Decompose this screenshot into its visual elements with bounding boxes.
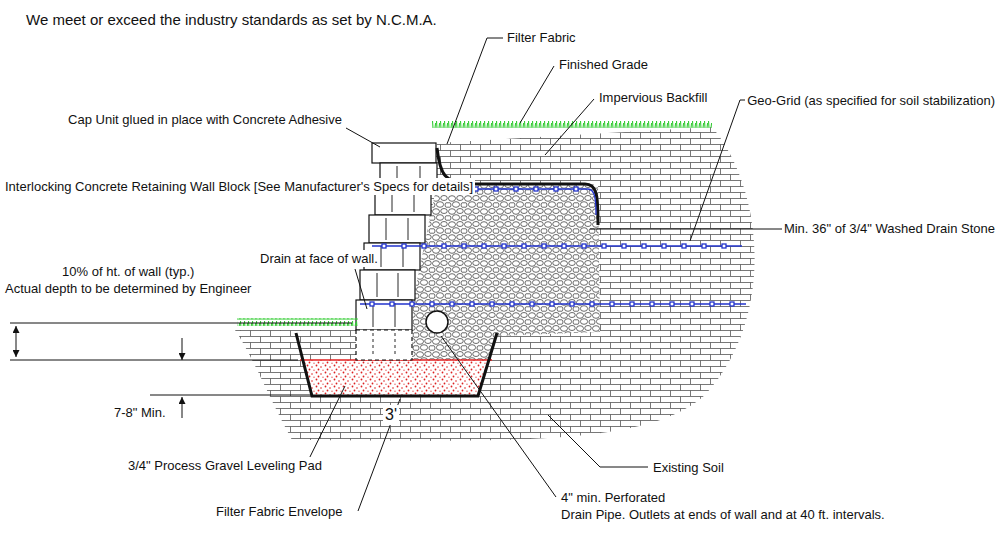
part-label: Filter Fabric Envelope — [214, 503, 344, 520]
grid-node — [710, 302, 714, 306]
grid-node — [410, 302, 414, 306]
grid-node — [442, 244, 446, 248]
grid-node — [702, 244, 706, 248]
grid-node — [522, 244, 526, 248]
grid-node — [582, 244, 586, 248]
dimension-label: 3' — [383, 405, 399, 425]
part-label: Existing Soil — [651, 459, 726, 476]
grid-node — [422, 244, 426, 248]
grid-node — [574, 187, 578, 191]
grid-node — [602, 244, 606, 248]
part-label: Filter Fabric — [505, 29, 578, 46]
grid-node — [482, 244, 486, 248]
grid-node — [430, 302, 434, 306]
grid-node — [562, 244, 566, 248]
grid-node — [550, 302, 554, 306]
grid-node — [530, 302, 534, 306]
grid-node — [622, 244, 626, 248]
grid-node — [570, 302, 574, 306]
part-label: Cap Unit glued in place with Concrete Ad… — [66, 111, 344, 128]
grid-node — [690, 302, 694, 306]
dimension-lines — [10, 323, 352, 418]
grid-node — [682, 244, 686, 248]
existing-soil — [235, 127, 755, 441]
grid-node — [650, 302, 654, 306]
grid-node — [510, 302, 514, 306]
grid-node — [494, 187, 498, 191]
grid-node — [662, 244, 666, 248]
grid-node — [390, 302, 394, 306]
grid-node — [514, 187, 518, 191]
grid-node — [462, 244, 466, 248]
grid-node — [370, 302, 374, 306]
part-label: 3/4" Process Gravel Leveling Pad — [126, 457, 324, 474]
grid-node — [722, 244, 726, 248]
grid-node — [534, 187, 538, 191]
part-label: Drain at face of wall. — [258, 250, 380, 267]
grass — [432, 121, 712, 129]
grid-node — [730, 302, 734, 306]
part-label: Impervious Backfill — [597, 89, 709, 106]
drain-pipe — [426, 311, 448, 333]
grass — [237, 318, 358, 326]
geo-grid — [360, 187, 746, 306]
grid-node — [590, 302, 594, 306]
title-note: We meet or exceed the industry standards… — [24, 10, 439, 29]
part-label: Min. 36" of 3/4" Washed Drain Stone — [782, 220, 997, 237]
part-label: Interlocking Concrete Retaining Wall Blo… — [3, 178, 475, 195]
grid-node — [490, 302, 494, 306]
part-label: Geo-Grid (as specified for soil stabiliz… — [745, 92, 997, 109]
grid-node — [542, 244, 546, 248]
dimension-label: 7-8" Min. — [112, 404, 168, 421]
drain-stone — [412, 184, 600, 360]
grid-node — [670, 302, 674, 306]
grid-node — [610, 302, 614, 306]
grid-node — [402, 244, 406, 248]
grid-node — [382, 244, 386, 248]
grid-node — [450, 302, 454, 306]
part-label: 4" min. Perforated Drain Pipe. Outlets a… — [559, 489, 887, 523]
grid-node — [502, 244, 506, 248]
part-label: Finished Grade — [557, 56, 650, 73]
grid-node — [642, 244, 646, 248]
grid-node — [630, 302, 634, 306]
grid-node — [554, 187, 558, 191]
grid-node — [470, 302, 474, 306]
dimension-note: 10% of ht. of wall (typ.) Actual depth t… — [3, 263, 253, 297]
